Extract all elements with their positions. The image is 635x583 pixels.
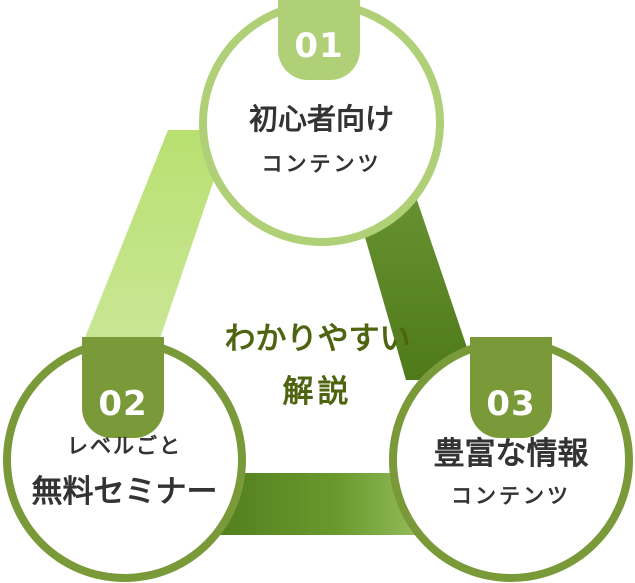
number-badge-01: 01: [278, 0, 360, 80]
item-title-02: 無料セミナー: [31, 474, 218, 510]
item-subtitle-03: コンテンツ: [451, 484, 571, 508]
item-subtitle-01: コンテンツ: [261, 152, 382, 176]
center-subtitle: 解説: [282, 374, 353, 410]
number-badge-02: 02: [82, 337, 164, 438]
center-title: わかりやすい: [224, 321, 411, 357]
left-band: [60, 130, 231, 400]
item-subtitle-02: レベルごと: [67, 434, 182, 458]
bottom-band: [200, 473, 430, 535]
item-title-01: 初心者向け: [248, 102, 394, 136]
item-title-03: 豊富な情報: [433, 436, 589, 472]
number-badge-03: 03: [470, 337, 552, 438]
